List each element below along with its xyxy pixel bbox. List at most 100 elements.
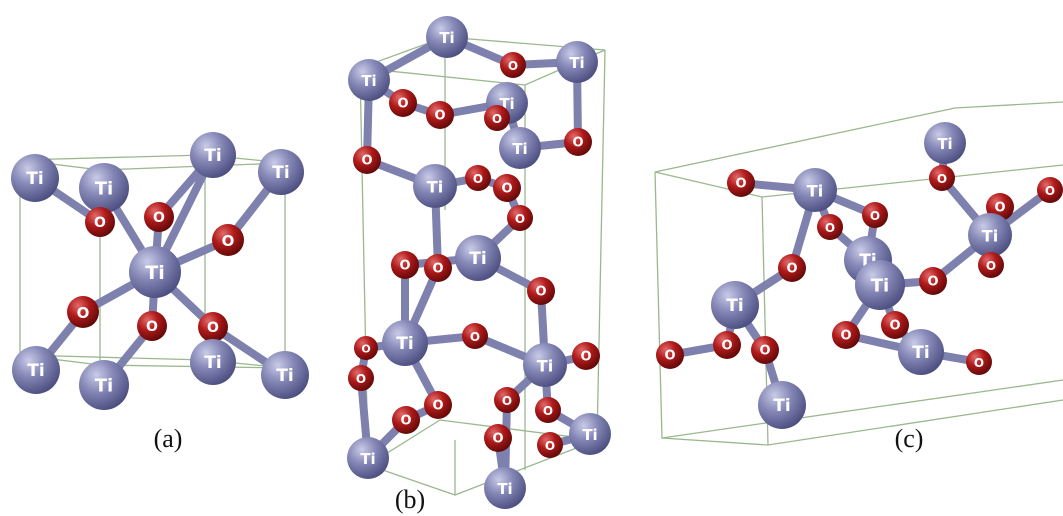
oxygen-label: O (735, 177, 746, 192)
oxygen-atom: O (966, 349, 992, 375)
oxygen-sphere (67, 296, 99, 328)
titanium-label: Ti (497, 480, 512, 498)
oxygen-sphere (424, 254, 452, 282)
oxygen-atom: O (465, 165, 491, 191)
titanium-atom: Ti (484, 467, 526, 509)
titanium-atom: Ti (924, 122, 966, 164)
titanium-atom: Ti (129, 246, 181, 298)
titanium-label: Ti (912, 343, 929, 363)
oxygen-label: O (492, 112, 502, 126)
oxygen-atom: O (656, 341, 684, 369)
titanium-sphere (382, 320, 428, 366)
cell-edge (99, 162, 286, 171)
titanium-sphere (413, 164, 457, 208)
oxygen-label: O (153, 210, 165, 226)
oxygen-label: O (356, 372, 366, 386)
oxygen-sphere (494, 387, 520, 413)
oxygen-label: O (432, 262, 443, 277)
oxygen-sphere (656, 341, 684, 369)
oxygen-atom: O (881, 311, 909, 339)
oxygen-label: O (207, 320, 219, 336)
oxygen-atom: O (1037, 177, 1063, 203)
titanium-sphere (455, 235, 501, 281)
oxygen-sphere (391, 251, 419, 279)
titanium-label: Ti (204, 353, 221, 373)
oxygen-label: O (986, 259, 996, 273)
oxygen-label: O (572, 136, 583, 151)
titanium-atom: Ti (413, 164, 457, 208)
titanium-label: Ti (360, 450, 375, 468)
titanium-atom: Ti (382, 320, 428, 366)
oxygen-atom: O (751, 336, 779, 364)
oxygen-sphere (817, 214, 843, 240)
oxygen-sphere (881, 311, 909, 339)
titanium-atom: Ti (455, 235, 501, 281)
oxygen-label: O (432, 399, 443, 414)
titanium-sphere (258, 149, 304, 195)
oxygen-atom: O (572, 342, 600, 370)
titanium-label: Ti (512, 140, 527, 158)
oxygen-label: O (786, 262, 797, 277)
oxygen-label: O (222, 232, 235, 250)
oxygen-label: O (580, 350, 591, 365)
titanium-label: Ti (95, 179, 113, 200)
titanium-sphere (898, 329, 944, 375)
oxygen-atom: O (85, 207, 115, 237)
titanium-label: Ti (937, 135, 952, 153)
cell-edge (19, 154, 206, 161)
oxygen-atom: O (424, 391, 452, 419)
oxygen-atom: O (727, 169, 755, 197)
oxygen-label: O (77, 304, 90, 322)
titanium-label: Ti (396, 334, 413, 354)
titanium-atom: Ti (11, 154, 59, 202)
oxygen-atom: O (484, 105, 510, 131)
caption-c: (c) (895, 424, 924, 453)
oxygen-atom: O (564, 128, 592, 156)
oxygen-sphere (137, 311, 167, 341)
titanium-label: Ti (272, 163, 289, 183)
oxygen-atom: O (919, 267, 947, 295)
oxygen-atom: O (484, 424, 512, 452)
oxygen-sphere (484, 105, 510, 131)
oxygen-atom: O (929, 165, 955, 191)
cell-edge (654, 101, 1063, 173)
titanium-atom: Ti (711, 281, 759, 329)
oxygen-label: O (545, 439, 555, 453)
titanium-sphere (523, 343, 567, 387)
oxygen-sphere (353, 146, 381, 174)
oxygen-label: O (664, 349, 675, 364)
oxygen-sphere (493, 174, 521, 202)
titanium-label: Ti (469, 249, 486, 269)
oxygen-sphere (507, 205, 533, 231)
oxygen-atom: O (212, 224, 244, 256)
oxygen-atom: O (137, 311, 167, 341)
oxygen-sphere (966, 349, 992, 375)
oxygen-atom: O (426, 101, 454, 129)
titanium-atom: Ti (855, 260, 905, 310)
oxygen-label: O (470, 330, 480, 344)
titanium-label: Ti (982, 227, 998, 246)
oxygen-label: O (492, 432, 503, 447)
titanium-sphere (79, 163, 129, 213)
oxygen-sphere (389, 89, 417, 117)
titanium-label: Ti (26, 169, 43, 189)
oxygen-sphere (537, 432, 563, 458)
oxygen-label: O (759, 344, 770, 359)
oxygen-label: O (94, 215, 106, 231)
oxygen-sphere (535, 397, 561, 423)
oxygen-atom: O (67, 296, 99, 328)
titanium-label: Ti (95, 376, 113, 397)
oxygen-atom: O (392, 406, 420, 434)
titanium-sphere (569, 413, 611, 455)
titanium-label: Ti (582, 426, 597, 444)
titanium-sphere (484, 467, 526, 509)
oxygen-atom: O (535, 397, 561, 423)
titanium-label: Ti (773, 396, 790, 416)
oxygen-atom: O (527, 277, 555, 305)
oxygen-label: O (361, 154, 372, 169)
oxygen-atom: O (817, 214, 843, 240)
